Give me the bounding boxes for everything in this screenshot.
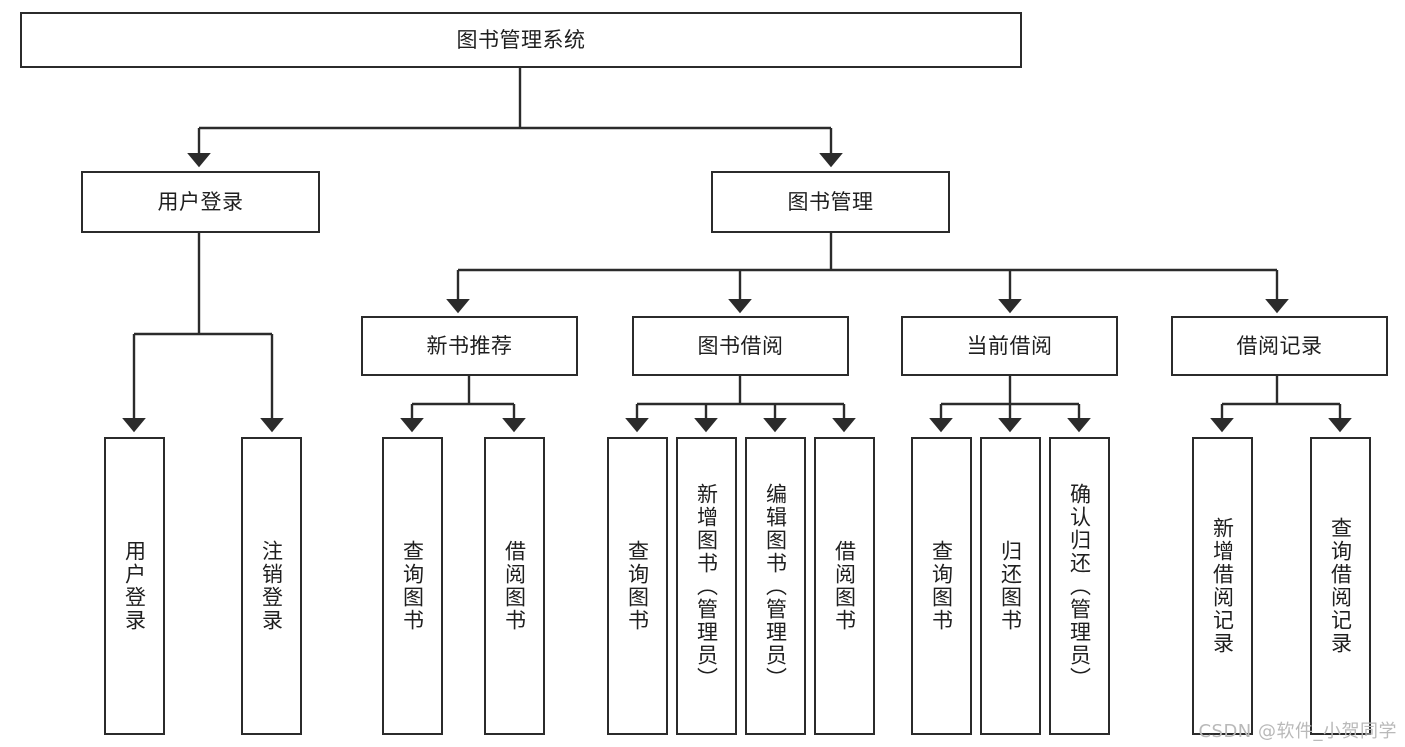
leaf-borrow-record-query[interactable]: 查询借阅记录 <box>1310 437 1371 735</box>
node-root[interactable]: 图书管理系统 <box>20 12 1022 68</box>
leaf-current-borrow-query[interactable]: 查询图书 <box>911 437 972 735</box>
leaf-user-login-login-label: 用户登录 <box>122 540 147 632</box>
leaf-current-borrow-query-label: 查询图书 <box>929 540 954 632</box>
leaf-current-borrow-confirm[interactable]: 确认归还（管理员） <box>1049 437 1110 735</box>
leaf-borrow-record-query-label: 查询借阅记录 <box>1328 517 1353 655</box>
node-current-borrow-label: 当前借阅 <box>966 333 1053 358</box>
node-borrow-record[interactable]: 借阅记录 <box>1171 316 1388 376</box>
node-current-borrow[interactable]: 当前借阅 <box>901 316 1118 376</box>
node-book-borrow[interactable]: 图书借阅 <box>632 316 849 376</box>
leaf-book-borrow-edit[interactable]: 编辑图书（管理员） <box>745 437 806 735</box>
leaf-new-book-query[interactable]: 查询图书 <box>382 437 443 735</box>
node-new-book-recommend-label: 新书推荐 <box>426 333 513 358</box>
node-user-login-label: 用户登录 <box>157 189 244 214</box>
leaf-book-borrow-edit-label: 编辑图书（管理员） <box>763 482 788 690</box>
leaf-current-borrow-return-label: 归还图书 <box>998 540 1023 632</box>
leaf-user-login-logout[interactable]: 注销登录 <box>241 437 302 735</box>
leaf-user-login-logout-label: 注销登录 <box>259 540 284 632</box>
node-book-borrow-label: 图书借阅 <box>697 333 784 358</box>
leaf-book-borrow-query[interactable]: 查询图书 <box>607 437 668 735</box>
leaf-user-login-login[interactable]: 用户登录 <box>104 437 165 735</box>
leaf-new-book-borrow[interactable]: 借阅图书 <box>484 437 545 735</box>
leaf-new-book-borrow-label: 借阅图书 <box>502 540 527 632</box>
leaf-book-borrow-query-label: 查询图书 <box>625 540 650 632</box>
leaf-book-borrow-borrow[interactable]: 借阅图书 <box>814 437 875 735</box>
node-book-management[interactable]: 图书管理 <box>711 171 950 233</box>
leaf-borrow-record-add-label: 新增借阅记录 <box>1210 517 1235 655</box>
leaf-book-borrow-add-label: 新增图书（管理员） <box>694 482 719 690</box>
node-new-book-recommend[interactable]: 新书推荐 <box>361 316 578 376</box>
leaf-book-borrow-borrow-label: 借阅图书 <box>832 540 857 632</box>
leaf-book-borrow-add[interactable]: 新增图书（管理员） <box>676 437 737 735</box>
node-root-label: 图书管理系统 <box>456 27 586 52</box>
leaf-new-book-query-label: 查询图书 <box>400 540 425 632</box>
leaf-current-borrow-confirm-label: 确认归还（管理员） <box>1067 482 1092 690</box>
leaf-borrow-record-add[interactable]: 新增借阅记录 <box>1192 437 1253 735</box>
leaf-current-borrow-return[interactable]: 归还图书 <box>980 437 1041 735</box>
node-borrow-record-label: 借阅记录 <box>1236 333 1323 358</box>
node-book-management-label: 图书管理 <box>787 189 874 214</box>
node-user-login[interactable]: 用户登录 <box>81 171 320 233</box>
